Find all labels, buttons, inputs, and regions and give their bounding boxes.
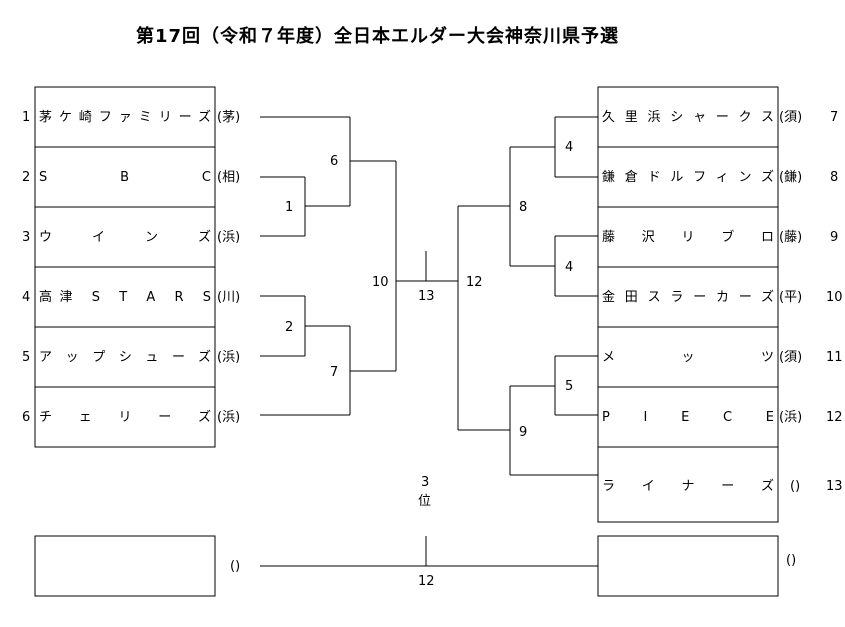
seed-number: 12: [826, 410, 843, 425]
team-area: (): [230, 559, 240, 574]
team-name: ウ イ ン ズ: [39, 229, 211, 245]
game-number: 13: [418, 289, 435, 304]
team-area: (川): [217, 290, 240, 305]
seed-number: 10: [826, 290, 843, 305]
right-bracket-lines: [457, 116, 598, 476]
seed-number: 7: [830, 110, 838, 125]
right-team-box: [597, 446, 779, 523]
team-area: (鎌): [779, 170, 802, 185]
team-area: (浜): [217, 350, 240, 365]
seed-number: 13: [826, 479, 843, 494]
third-place-label: 3: [421, 475, 429, 490]
team-area: (浜): [217, 410, 240, 425]
game-number: 2: [285, 320, 293, 335]
team-name: チ ェ リ ー ズ: [39, 409, 211, 425]
team-area: (須): [779, 110, 802, 125]
team-name: 藤 沢 リ ブ ロ: [602, 229, 774, 245]
team-name: ラ イ ナ ー ズ: [602, 478, 774, 494]
third-place-right-box: [597, 535, 779, 597]
game-number: 8: [519, 200, 527, 215]
team-name: アップシューズ: [39, 349, 211, 365]
left-team-boxes: [34, 86, 216, 448]
seed-number: 11: [826, 350, 843, 365]
left-bracket-lines: [260, 116, 458, 416]
game-number: 10: [372, 275, 389, 290]
seed-number: 4: [22, 290, 30, 305]
game-number: 6: [330, 154, 338, 169]
seed-number: 6: [22, 410, 30, 425]
team-name: 久里浜シャークス: [602, 110, 774, 125]
team-name: P I E C E: [602, 410, 774, 425]
team-name: 高津 S T A R S: [39, 289, 211, 305]
game-number: 7: [330, 365, 338, 380]
seed-number: 3: [22, 230, 30, 245]
seed-number: 5: [22, 350, 30, 365]
game-number: 4: [565, 260, 573, 275]
team-name: S B C: [39, 170, 211, 185]
left-team-box: [34, 386, 216, 448]
seed-number: 2: [22, 170, 30, 185]
team-area: (): [786, 553, 796, 568]
team-name: メ ッ ツ: [602, 350, 774, 365]
seed-number: 1: [22, 110, 30, 125]
page-title: 第17回（令和７年度）全日本エルダー大会神奈川県予選: [136, 26, 620, 47]
team-area: (茅): [217, 110, 240, 125]
team-name: 金田スラーカーズ: [602, 289, 774, 305]
team-area: (浜): [779, 410, 802, 425]
seed-number: 9: [830, 230, 838, 245]
game-number: 1: [285, 200, 293, 215]
team-area: (須): [779, 350, 802, 365]
game-number: 12: [466, 275, 483, 290]
team-area: (平): [779, 290, 802, 305]
team-area: (): [790, 479, 800, 494]
game-number: 9: [519, 425, 527, 440]
game-number: 12: [418, 574, 435, 589]
team-name: 鎌倉ドルフィンズ: [602, 169, 774, 185]
third-place-label: 位: [418, 494, 431, 509]
game-number: 5: [565, 379, 573, 394]
team-area: (藤): [779, 230, 802, 245]
seed-number: 8: [830, 170, 838, 185]
game-number: 4: [565, 140, 573, 155]
team-area: (相): [217, 170, 240, 185]
team-name: 茅ケ崎ファミリーズ: [39, 109, 211, 125]
team-area: (浜): [217, 230, 240, 245]
third-place-left-box: [34, 535, 216, 597]
